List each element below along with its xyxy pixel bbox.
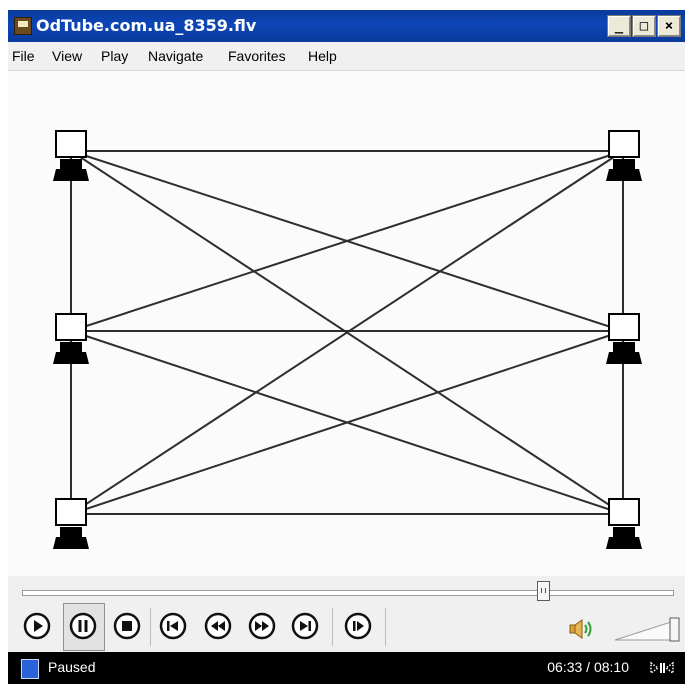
menu-file[interactable]: File [12,48,35,64]
rewind-button[interactable] [203,611,233,641]
play-button[interactable] [22,611,52,641]
minimize-icon[interactable]: _ [607,15,631,37]
window-title: OdTube.com.ua_8359.flv [36,16,257,35]
separator [150,608,151,646]
network-diagram [53,130,642,549]
menu-help[interactable]: Help [308,48,337,64]
seek-thumb[interactable] [536,581,550,601]
menu-play[interactable]: Play [101,48,129,64]
menu-view[interactable]: View [52,48,83,64]
stop-icon [113,612,141,640]
separator [332,608,333,646]
mesh-connections [70,150,624,515]
video-area[interactable] [8,71,685,576]
menu-navigate[interactable]: Navigate [148,48,204,64]
status-text: Paused [48,659,96,675]
fast-forward-button[interactable] [247,611,277,641]
seek-track[interactable] [22,590,674,596]
rewind-icon [204,612,232,640]
frame-step-button[interactable] [343,611,373,641]
app-icon[interactable] [14,17,32,35]
volume-slider-track [614,617,680,642]
playback-controls [8,602,685,652]
next-icon [291,612,319,640]
next-button[interactable] [290,611,320,641]
close-icon[interactable]: × [657,15,681,37]
fullscreen-icon[interactable] [649,660,675,676]
stop-button[interactable] [112,611,142,641]
computer-node-top-left [53,130,89,181]
previous-button[interactable] [158,611,188,641]
volume-thumb [669,617,680,642]
computer-node-middle-left [53,313,89,364]
window-controls: _ □ × [606,15,681,37]
pause-button[interactable] [68,611,98,641]
time-readout: 06:33 / 08:10 [547,659,629,675]
mute-button[interactable] [568,618,596,644]
status-bar: Paused 06:33 / 08:10 [8,652,685,684]
title-bar[interactable]: OdTube.com.ua_8359.flv _ □ × [8,10,685,42]
computer-node-top-right [606,130,642,181]
menu-bar: File View Play Navigate Favorites Help [8,42,685,71]
volume-icon [569,619,592,639]
status-file-icon [21,659,39,679]
computer-node-bottom-left [53,498,89,549]
computer-node-bottom-right [606,498,642,549]
media-player-window: OdTube.com.ua_8359.flv _ □ × File View P… [8,10,685,684]
frame-step-icon [344,612,372,640]
play-icon [23,612,51,640]
computer-node-middle-right [606,313,642,364]
menu-favorites[interactable]: Favorites [228,48,286,64]
maximize-icon[interactable]: □ [632,15,656,37]
volume-slider[interactable] [613,612,683,648]
previous-icon [159,612,187,640]
fast-forward-icon [248,612,276,640]
seek-bar[interactable] [8,576,685,602]
separator [385,608,386,646]
pause-icon [69,612,97,640]
